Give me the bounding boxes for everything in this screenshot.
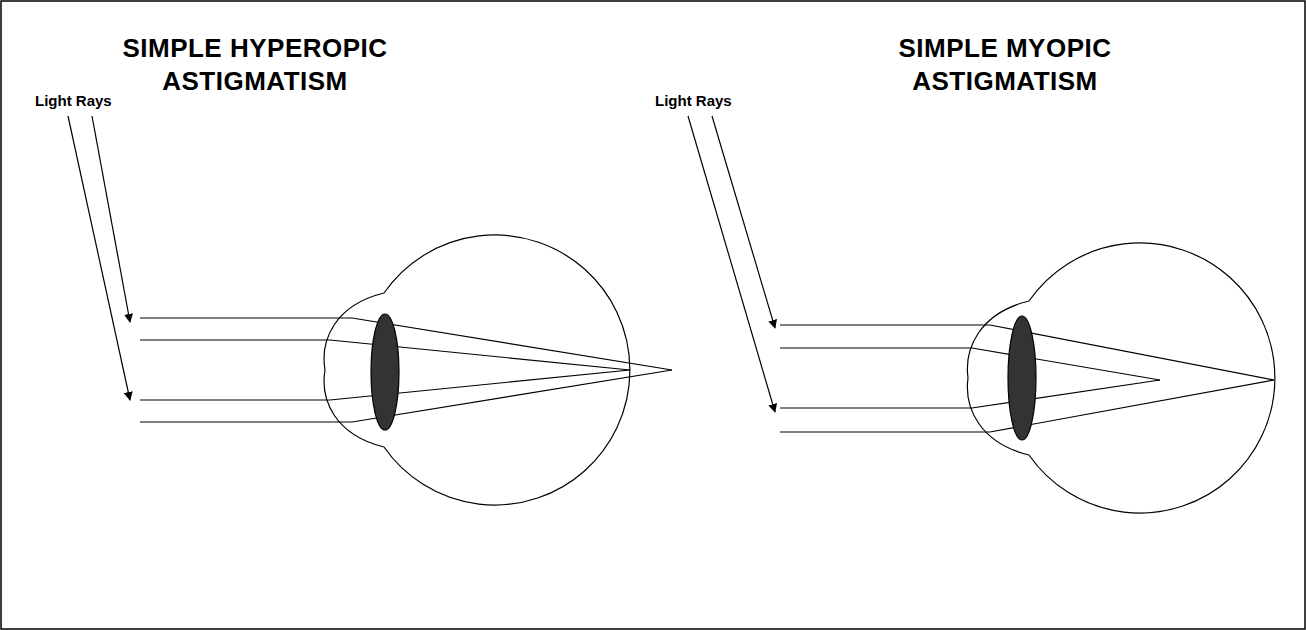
light-ray xyxy=(352,318,672,370)
leader-arrow xyxy=(688,116,775,412)
pointer-label: Light Rays xyxy=(655,92,732,110)
light-ray xyxy=(780,347,972,348)
diagram-heading: SIMPLE MYOPIC ASTIGMATISM xyxy=(840,32,1170,97)
light-ray xyxy=(140,339,330,340)
leader-arrow xyxy=(712,116,775,328)
light-ray xyxy=(780,431,990,432)
light-ray xyxy=(972,380,1160,408)
light-ray xyxy=(140,399,330,400)
lens xyxy=(1008,316,1036,440)
lens xyxy=(371,314,399,430)
eyeball-outline xyxy=(324,235,630,505)
myopic-eye xyxy=(688,116,1275,513)
eyeball-outline xyxy=(967,243,1274,513)
hyperopic-eye xyxy=(68,116,672,505)
light-ray xyxy=(352,370,672,422)
pointer-label: Light Rays xyxy=(35,92,112,110)
light-ray xyxy=(140,421,352,422)
diagram-heading: SIMPLE HYPEROPIC ASTIGMATISM xyxy=(90,32,420,97)
leader-arrow xyxy=(92,116,130,322)
light-ray xyxy=(140,317,352,318)
light-ray xyxy=(780,324,990,325)
light-ray xyxy=(972,348,1160,380)
leader-arrow xyxy=(68,116,130,400)
light-ray xyxy=(780,407,972,408)
